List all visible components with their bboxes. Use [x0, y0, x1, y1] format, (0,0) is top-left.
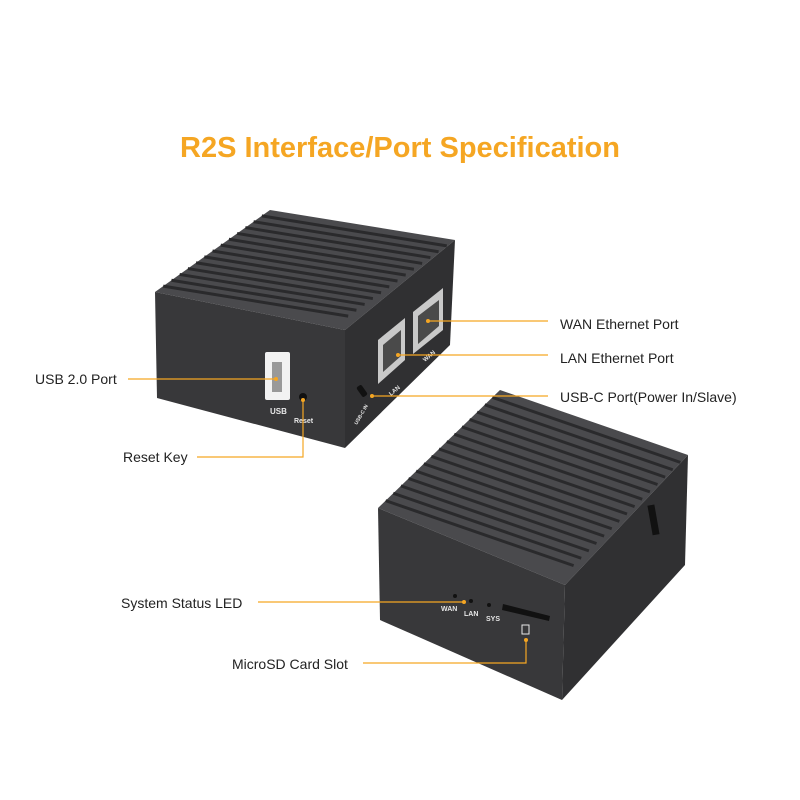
callout-status-led: System Status LED [121, 595, 243, 611]
heatsink-fin [469, 418, 658, 486]
reset-key-hole [299, 393, 307, 401]
usb2-port-tongue [272, 362, 282, 392]
heatsink-fin [179, 272, 365, 306]
heatsink-fin [415, 469, 605, 538]
device2-front-face [378, 508, 565, 700]
dot-status-led [462, 600, 466, 604]
heatsink-fin [220, 243, 406, 277]
leader-microsd [363, 640, 527, 664]
reset-silk-label: Reset [294, 418, 314, 425]
device2-side-usb [647, 504, 660, 536]
heatsink-fin [245, 226, 431, 260]
heatsink-fin [228, 237, 415, 271]
dot-microsd [524, 638, 528, 642]
heatsink-fin [187, 267, 374, 301]
device-front-ports: USB Reset LAN WAN USB-C IN [155, 210, 455, 448]
usb-silk-label: USB [270, 407, 287, 416]
led-sys-label: SYS [486, 616, 500, 623]
device-rear-leds: WAN LAN SYS [378, 390, 688, 700]
dot-wan [426, 319, 430, 323]
callout-leader-lines [128, 320, 548, 664]
microsd-card-icon [521, 624, 530, 635]
microsd-slot [502, 604, 550, 621]
heatsink-fin [484, 403, 674, 472]
heatsink-fin [408, 477, 597, 545]
callout-microsd-slot: MicroSD Card Slot [232, 656, 348, 672]
wan-led [453, 594, 457, 598]
heatsink-fin [423, 462, 613, 531]
page-title: R2S Interface/Port Specification [180, 132, 620, 164]
device2-right-face [562, 455, 688, 700]
callout-reset-key: Reset Key [123, 449, 188, 465]
heatsink-fin [253, 220, 439, 254]
callout-lan-port: LAN Ethernet Port [560, 350, 674, 366]
callout-wan-port: WAN Ethernet Port [560, 316, 679, 332]
callout-dots [274, 319, 528, 642]
device1-left-face [155, 292, 345, 448]
dot-lan [396, 353, 400, 357]
heatsink-fin [400, 484, 590, 553]
callout-usb2-port: USB 2.0 Port [35, 371, 117, 387]
heatsink-fin [212, 249, 398, 283]
heatsink-fin [461, 425, 651, 494]
dot-reset [301, 398, 305, 402]
dot-usbc [370, 394, 374, 398]
heatsink-fin [453, 432, 643, 501]
leader-reset [197, 400, 304, 458]
heatsink-fin [385, 499, 575, 568]
heatsink-fin [446, 440, 636, 509]
device1-heatsink-fins [162, 214, 448, 318]
heatsink-fin [204, 255, 390, 289]
sys-led [487, 603, 491, 607]
callout-usbc-port: USB-C Port(Power In/Slave) [560, 389, 737, 405]
heatsink-fin [438, 447, 628, 516]
dot-usb2 [274, 377, 278, 381]
heatsink-fin [236, 231, 423, 265]
heatsink-fin [171, 278, 357, 312]
lan-led [469, 599, 473, 603]
lan-port-inner [383, 330, 401, 372]
heatsink-fin [430, 454, 620, 523]
usbc-port [356, 385, 368, 397]
led-wan-label: WAN [441, 606, 457, 613]
heatsink-fin [476, 410, 666, 479]
heatsink-fin [162, 284, 349, 318]
device2-heatsink-fins [385, 395, 681, 568]
led-lan-label: LAN [464, 611, 478, 618]
heatsink-fin [392, 491, 582, 560]
heatsink-fin [261, 214, 448, 248]
heatsink-fin [195, 261, 382, 295]
heatsink-fin [491, 395, 681, 464]
